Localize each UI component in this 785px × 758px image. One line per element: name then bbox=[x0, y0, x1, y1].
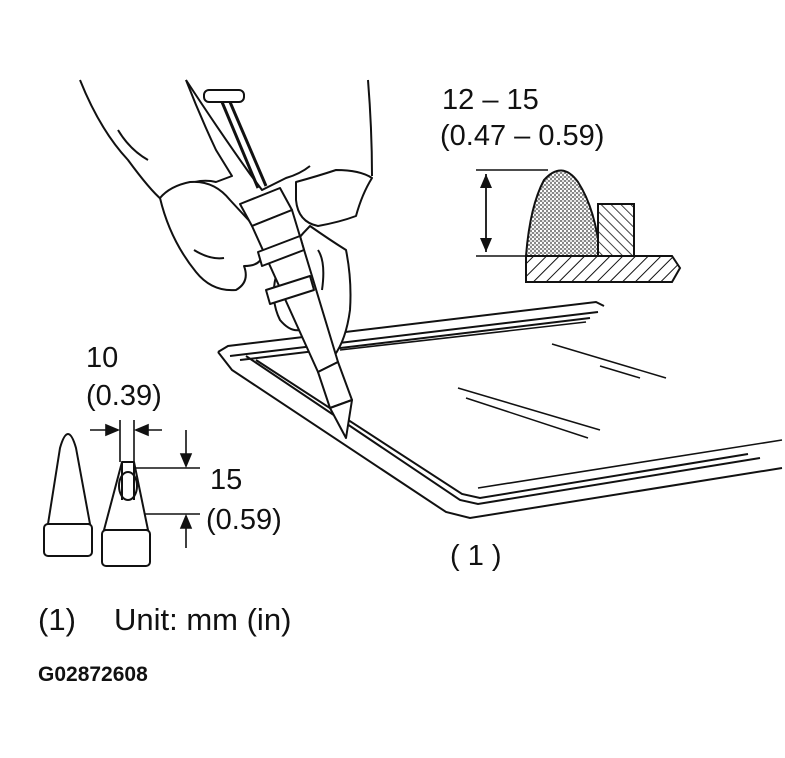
nozzle-width-mm: 10 bbox=[86, 342, 119, 374]
bead-cross-section bbox=[476, 169, 682, 283]
legend-ref: (1) bbox=[38, 602, 76, 637]
caulking-gun bbox=[203, 89, 353, 439]
figure-id: G02872608 bbox=[38, 663, 148, 686]
nozzle-width-in: (0.39) bbox=[86, 380, 162, 412]
operator-hands bbox=[79, 79, 373, 358]
nozzle-dimensions bbox=[90, 420, 200, 548]
part-callout: ( 1 ) bbox=[450, 540, 502, 572]
glass-panel bbox=[217, 300, 783, 520]
bead-height-range-mm: 12 – 15 bbox=[442, 84, 539, 116]
bead-height-range-in: (0.47 – 0.59) bbox=[440, 120, 605, 152]
nozzle-height-in: (0.59) bbox=[206, 504, 282, 536]
nozzle-tips bbox=[43, 433, 151, 567]
nozzle-height-mm: 15 bbox=[210, 464, 243, 496]
unit-legend: Unit: mm (in) bbox=[114, 602, 292, 637]
